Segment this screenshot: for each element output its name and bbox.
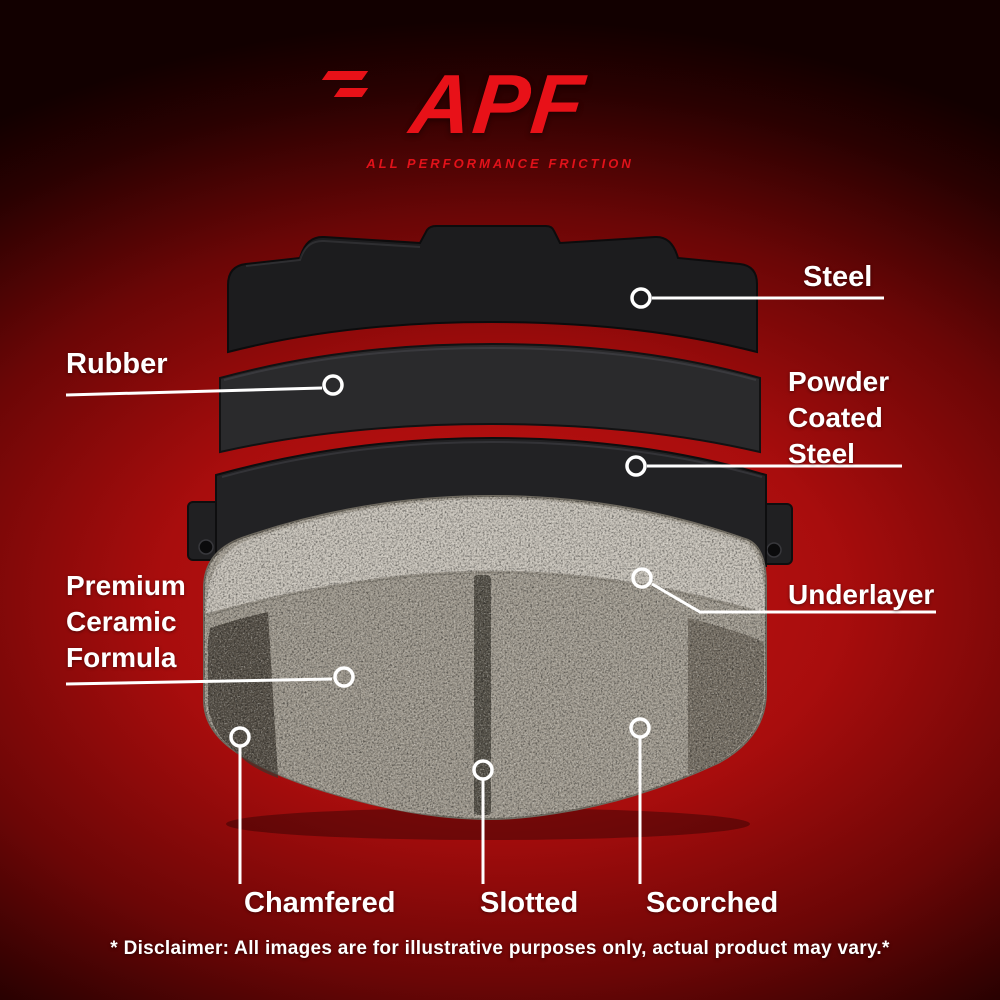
rubber-shim-layer (219, 342, 761, 454)
callout-label-powder-coated-steel: Powder Coated Steel (788, 366, 890, 469)
callout-label-underlayer: Underlayer (788, 579, 935, 610)
callout-label-chamfered: Chamfered (244, 887, 396, 919)
logo-brand-text: APF (405, 57, 590, 151)
callout-label-scorched: Scorched (646, 887, 779, 919)
callout-label-rubber: Rubber (66, 348, 168, 380)
callout-label-slotted: Slotted (480, 887, 579, 919)
callout-label-premium-ceramic-formula: Premium Ceramic Formula (66, 570, 186, 673)
apf-logo: APF ALL PERFORMANCE FRICTION (0, 57, 1000, 171)
callout-underlayer (631, 567, 936, 614)
callout-powder-coated-steel (625, 455, 902, 477)
callout-chamfered (229, 726, 251, 884)
ceramic-pad (203, 494, 767, 821)
callout-premium-ceramic (65, 666, 355, 688)
callout-slotted (472, 759, 494, 884)
callout-label-steel: Steel (803, 261, 873, 293)
steel-backing-plate (227, 225, 758, 354)
logo-speed-lines-icon (321, 71, 369, 105)
pad-shadow (226, 808, 750, 840)
callout-lines (65, 287, 936, 884)
logo-tagline: ALL PERFORMANCE FRICTION (366, 156, 634, 171)
callout-scorched (629, 717, 651, 884)
callout-rubber (65, 374, 344, 397)
callout-steel (630, 287, 884, 309)
disclaimer-text: * Disclaimer: All images are for illustr… (110, 938, 890, 959)
